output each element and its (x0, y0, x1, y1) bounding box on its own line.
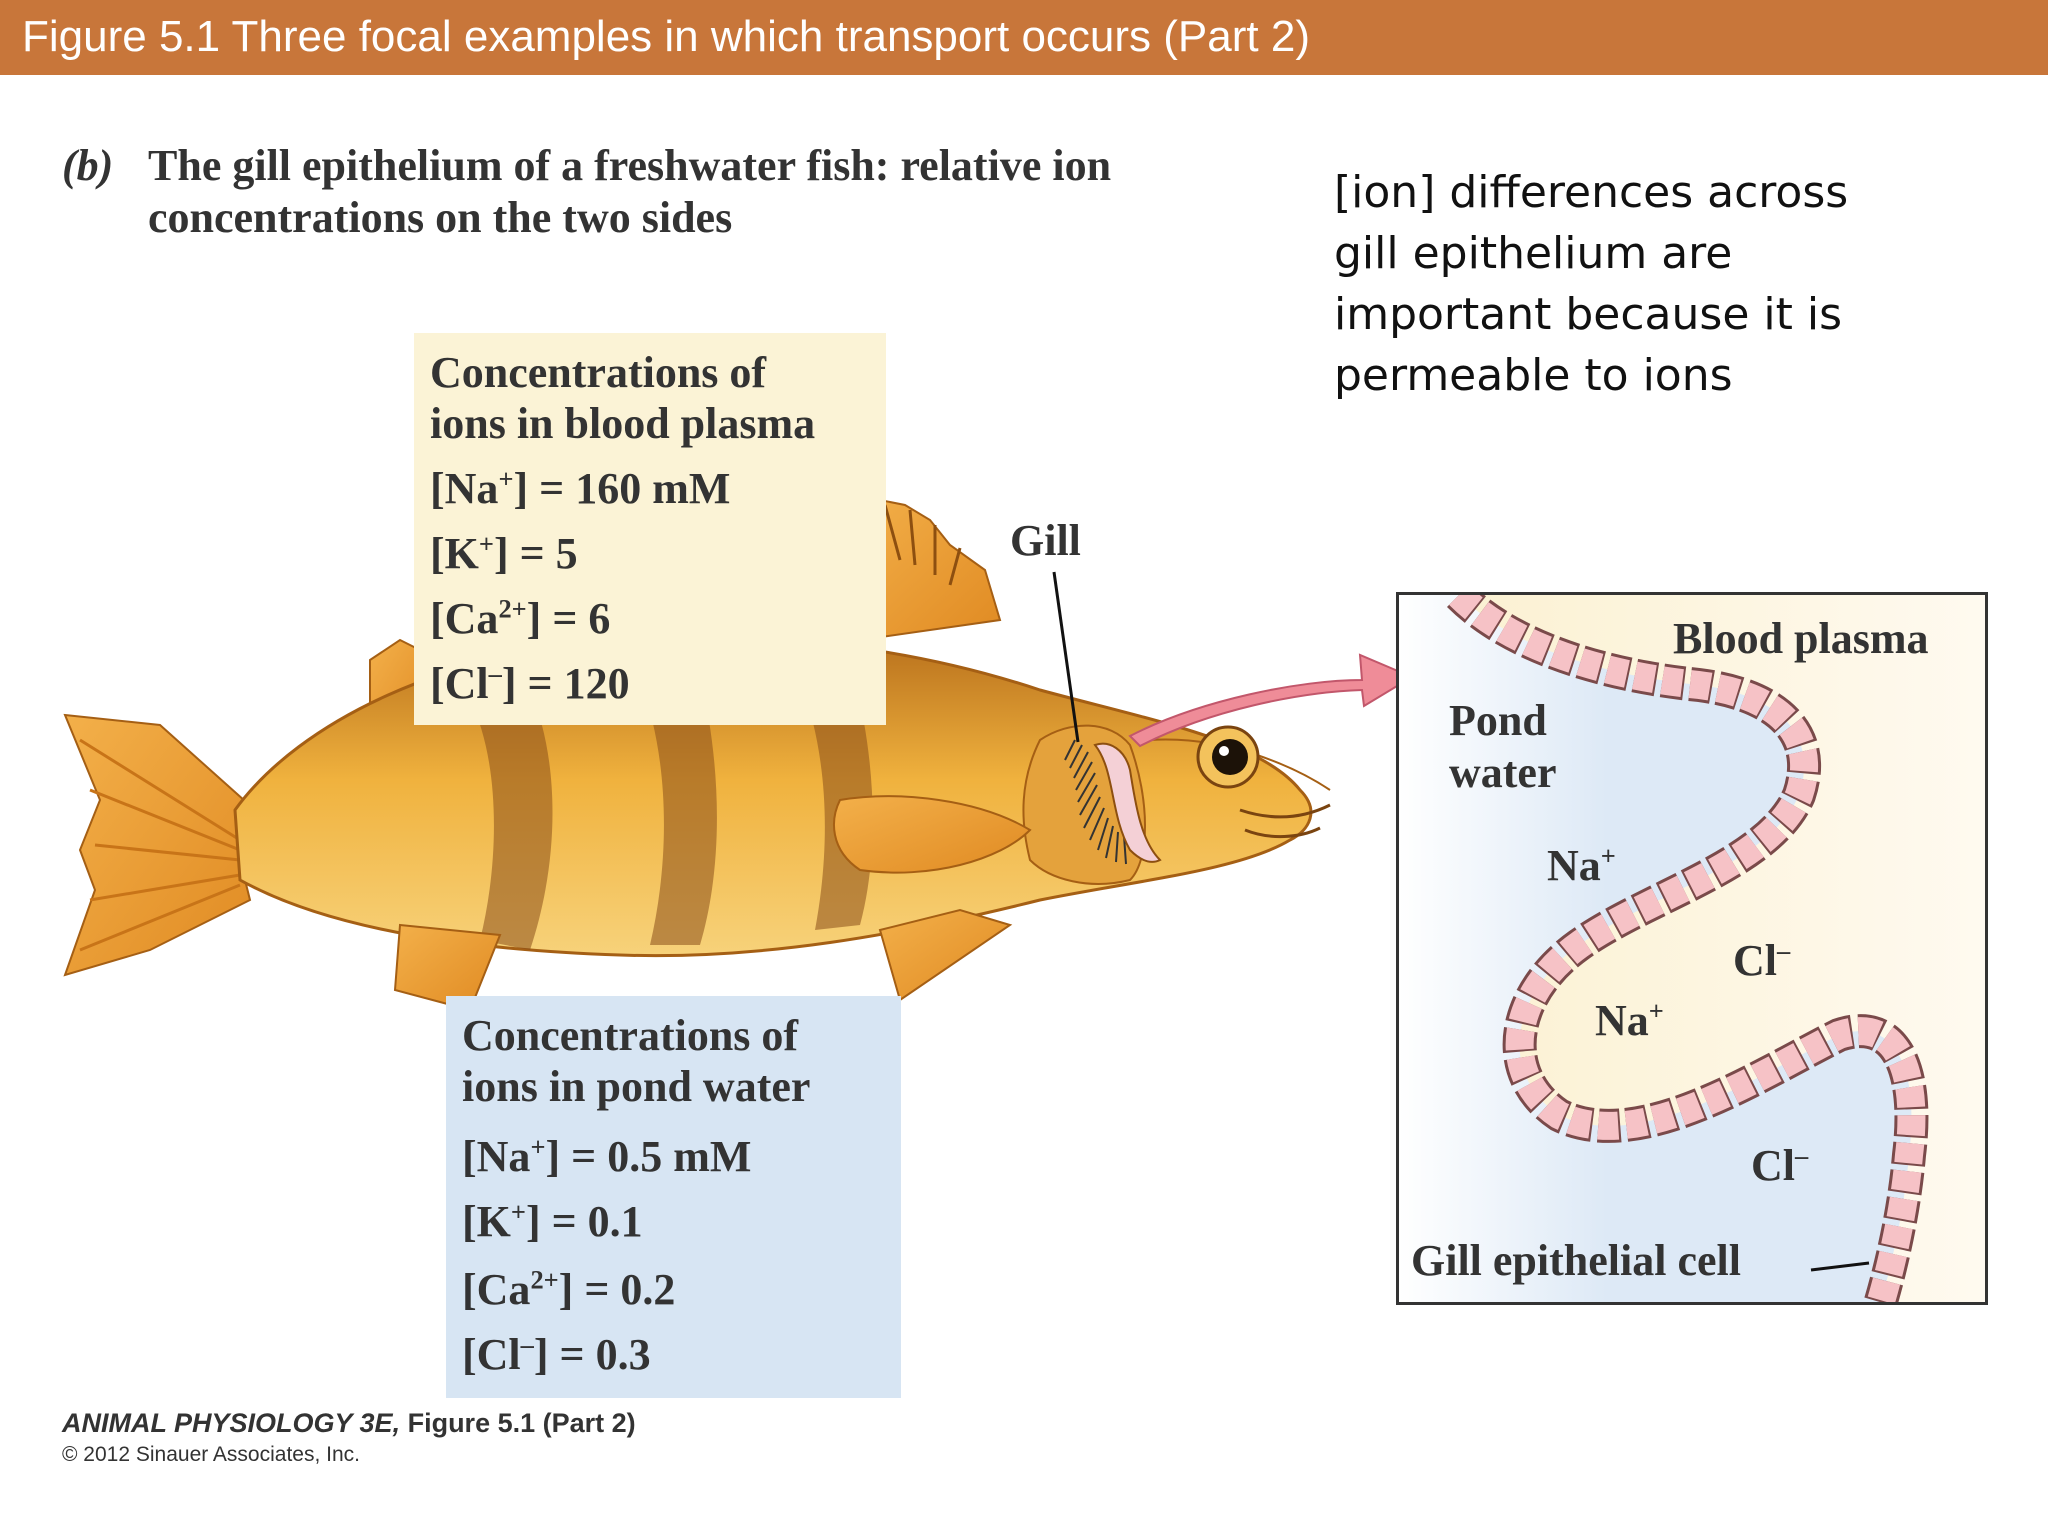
pond-ca-value: 0.2 (620, 1265, 676, 1314)
figure-ref: Figure 5.1 (Part 2) (400, 1408, 636, 1438)
note-line-2: gill epithelium are (1334, 228, 1733, 279)
gill-epithelium-inset: Blood plasma Pond water Na+ Cl– Na+ Cl– … (1396, 592, 1988, 1305)
gill-label: Gill (1010, 516, 1081, 565)
blood-cl-value: 120 (563, 659, 630, 708)
pond-water-label-2: water (1449, 748, 1557, 797)
caption-label: (b) (62, 141, 114, 190)
pond-na-value: 0.5 mM (607, 1132, 752, 1181)
blood-ca-row: [Ca2+] = 6 (430, 593, 611, 643)
blood-na-value: 160 mM (575, 464, 731, 513)
blood-k-row: [K+] = 5 (430, 528, 578, 578)
blood-na-row: [Na+] = 160 mM (430, 463, 731, 513)
credit-line: ANIMAL PHYSIOLOGY 3E, Figure 5.1 (Part 2… (62, 1408, 636, 1439)
slide-title: Figure 5.1 Three focal examples in which… (22, 12, 1310, 61)
gill-filaments (1064, 739, 1127, 865)
pond-box-heading-1: Concentrations of (462, 1011, 799, 1060)
pond-cl-value: 0.3 (595, 1330, 651, 1379)
gill-cell-pointer (1810, 1261, 1870, 1272)
pond-water-box: Concentrations of ions in pond water [Na… (446, 996, 901, 1398)
pond-na-row: [Na+] = 0.5 mM (462, 1131, 752, 1181)
pond-ca-row: [Ca2+] = 0.2 (462, 1264, 676, 1314)
pond-box-heading-2: ions in pond water (462, 1062, 811, 1111)
pelvic-fin (878, 908, 1013, 1002)
pond-k-value: 0.1 (587, 1197, 643, 1246)
caption-line-2: concentrations on the two sides (148, 193, 733, 242)
cl-label-upper: Cl– (1733, 935, 1791, 985)
copyright: © 2012 Sinauer Associates, Inc. (62, 1443, 360, 1466)
blood-k-value: 5 (555, 529, 578, 578)
title-bar: Figure 5.1 Three focal examples in which… (0, 0, 2048, 75)
blood-box-heading-1: Concentrations of (430, 348, 767, 397)
dorsal-fin (848, 498, 1002, 642)
blood-cl-row: [Cl–] = 120 (430, 658, 630, 708)
epithelium-diagram (1399, 595, 1985, 1302)
tail-fin (63, 713, 257, 977)
cl-label-lower: Cl– (1751, 1140, 1809, 1190)
pond-k-row: [K+] = 0.1 (462, 1196, 643, 1246)
figure-caption: (b) The gill epithelium of a freshwater f… (62, 140, 1302, 244)
na-label-lower: Na+ (1595, 995, 1664, 1045)
gill-epithelial-cell-label: Gill epithelial cell (1411, 1236, 1741, 1285)
figure-credit: ANIMAL PHYSIOLOGY 3E, Figure 5.1 (Part 2… (62, 1408, 636, 1467)
note-line-3: important because it is (1334, 289, 1842, 340)
blood-box-heading-2: ions in blood plasma (430, 399, 816, 448)
pectoral-fin (833, 795, 1032, 874)
blood-ca-value: 6 (588, 594, 611, 643)
pond-water-label-1: Pond (1449, 696, 1547, 745)
zoom-arrow (1128, 653, 1415, 748)
note-line-1: [ion] differences across (1334, 167, 1849, 218)
na-label-upper: Na+ (1547, 840, 1616, 890)
gill-pointer-line (1052, 571, 1080, 743)
blood-plasma-label: Blood plasma (1673, 614, 1929, 663)
note-line-4: permeable to ions (1334, 350, 1733, 401)
caption-line-1: The gill epithelium of a freshwater fish… (148, 141, 1112, 190)
book-title: ANIMAL PHYSIOLOGY 3E, (62, 1408, 401, 1438)
blood-plasma-region (1459, 595, 1985, 1302)
side-note: [ion] differences across gill epithelium… (1334, 162, 1894, 406)
pond-cl-row: [Cl–] = 0.3 (462, 1329, 651, 1379)
blood-plasma-box: Concentrations of ions in blood plasma [… (414, 333, 886, 725)
